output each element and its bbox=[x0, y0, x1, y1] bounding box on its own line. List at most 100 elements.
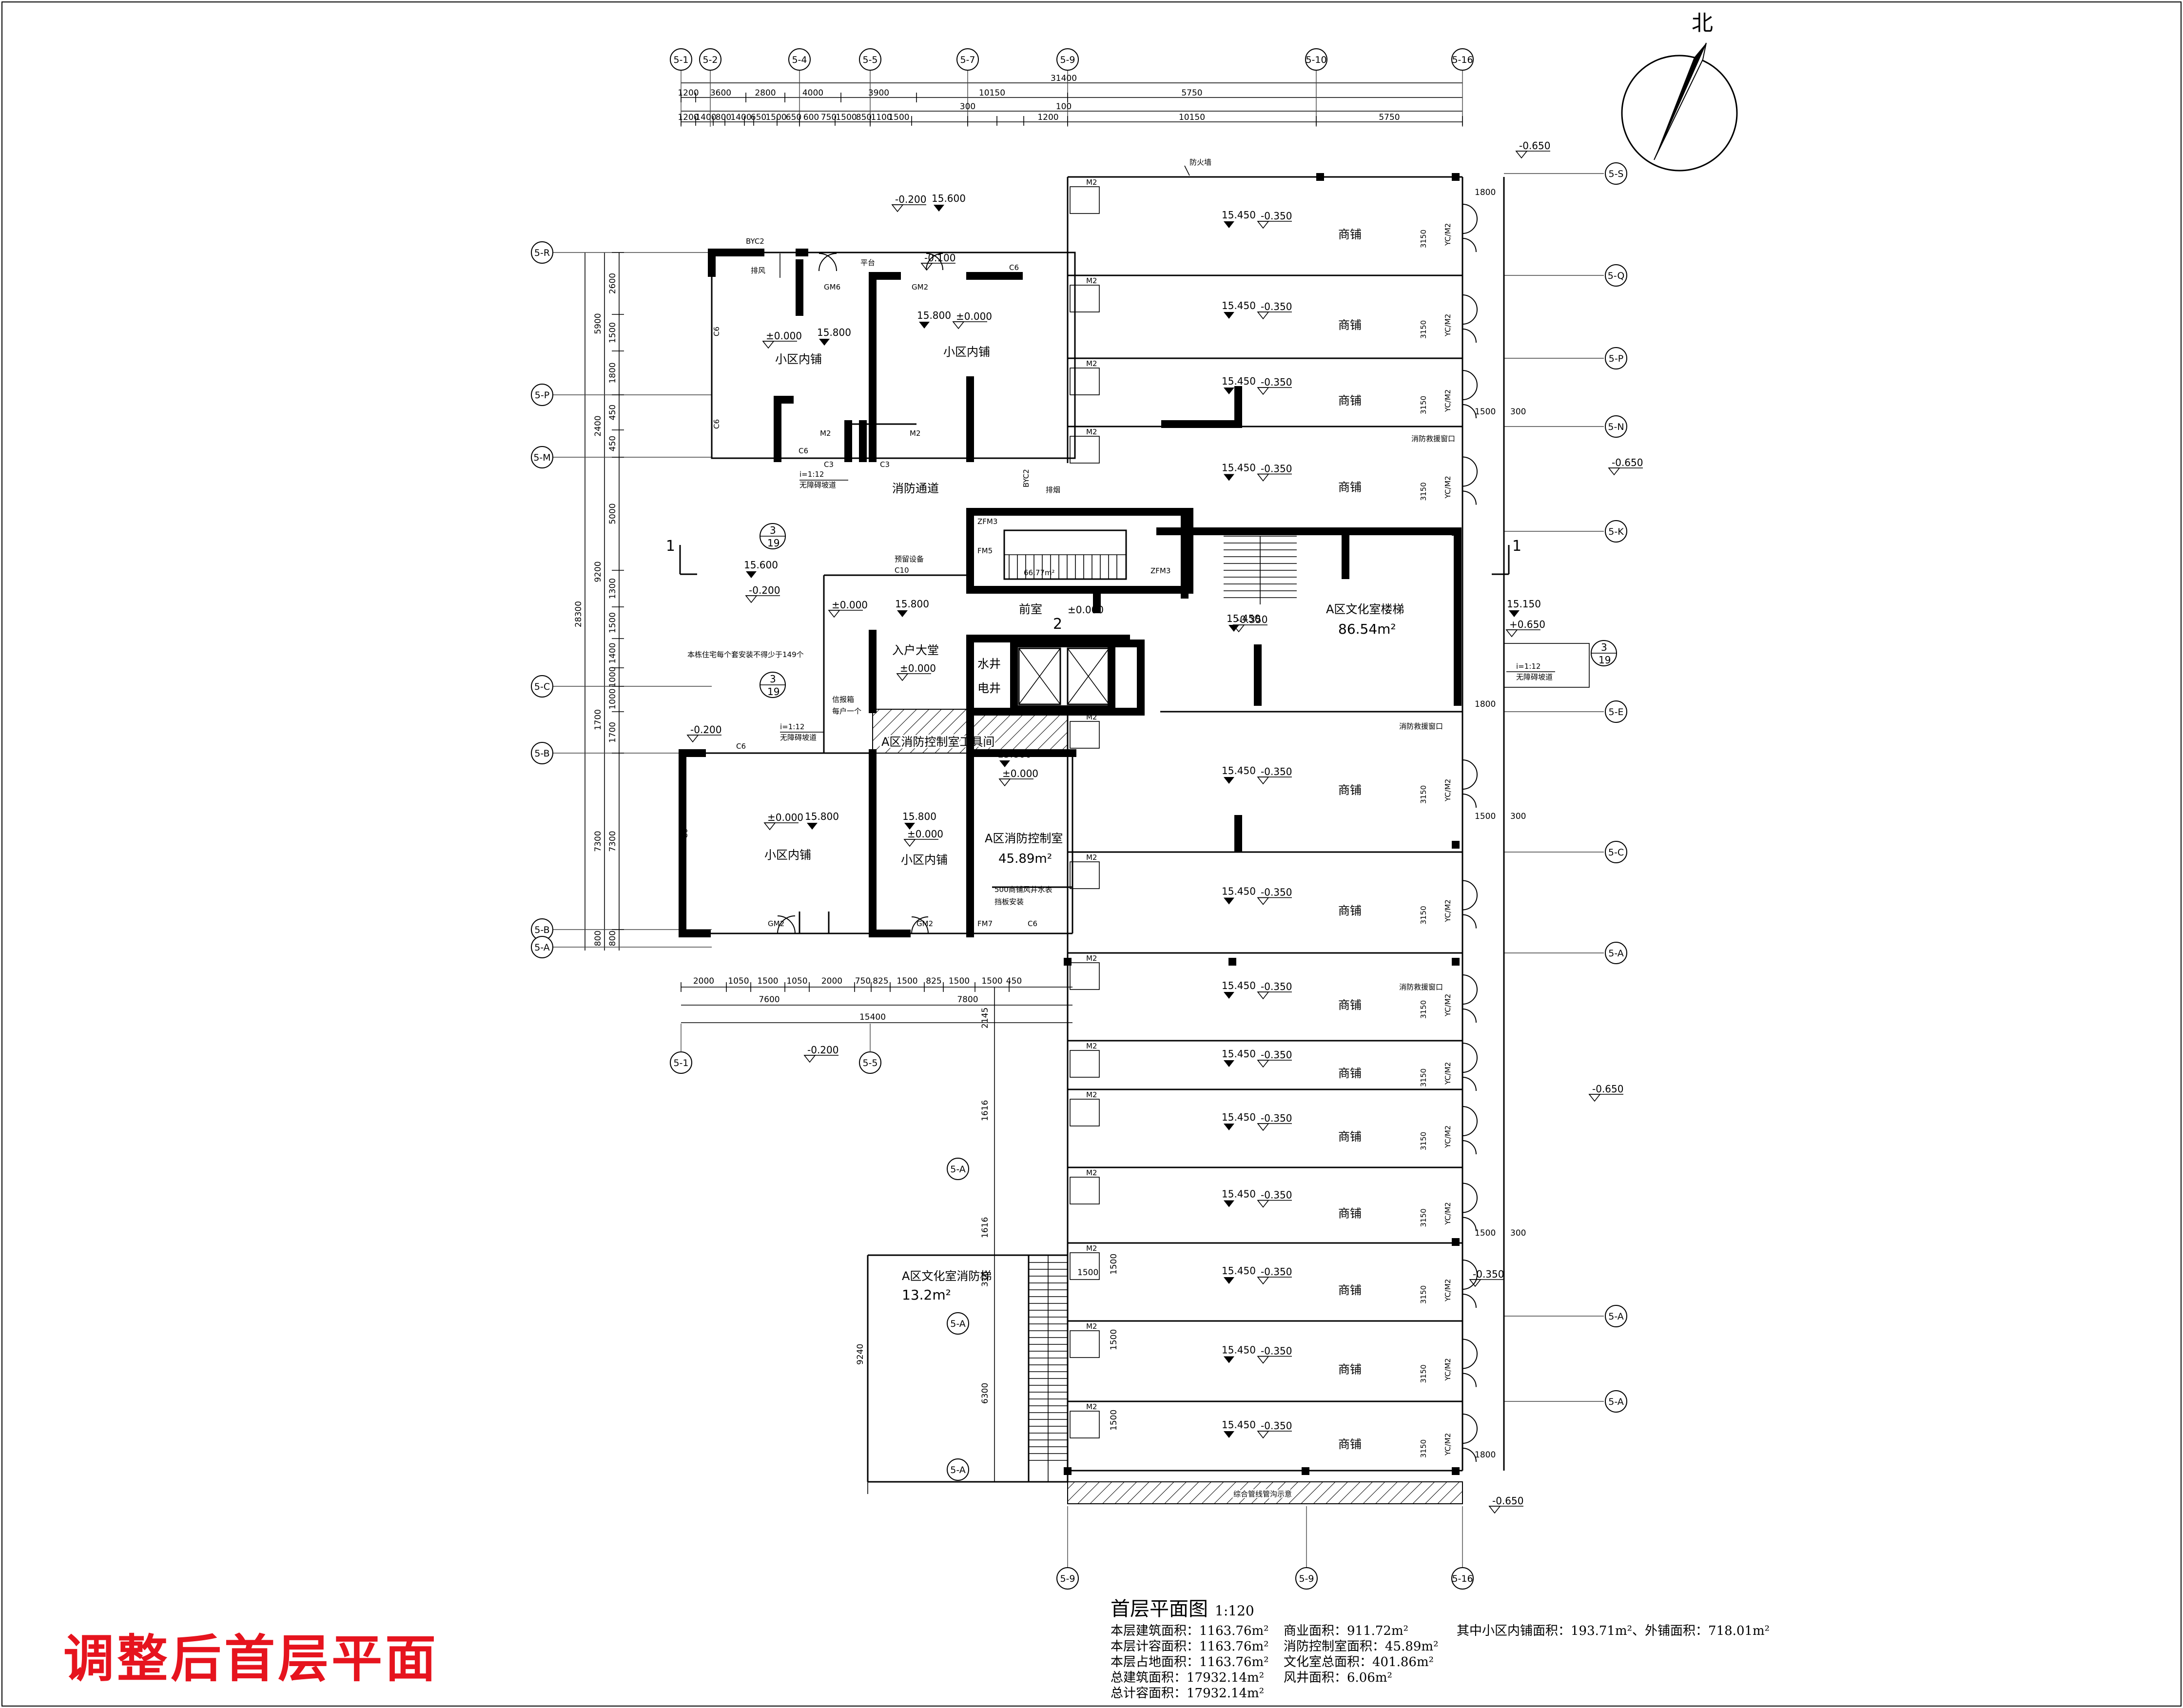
dim-value: 1500 bbox=[836, 113, 857, 122]
elevation-mark: -0.350 bbox=[1257, 1266, 1292, 1285]
shaft-note2: 挡板安装 bbox=[994, 897, 1024, 906]
svg-text:3: 3 bbox=[770, 673, 776, 685]
elevation-value: -0.350 bbox=[1261, 376, 1292, 388]
facade-dim: 1500 bbox=[1475, 812, 1496, 821]
dim-value: 800 bbox=[593, 931, 603, 946]
shop-door-arc bbox=[1462, 1339, 1478, 1369]
elevation-mark-solid: 15.450 bbox=[1222, 980, 1256, 999]
exhaust-label: 排风 bbox=[751, 266, 765, 275]
dim-316: 316 bbox=[980, 1271, 990, 1287]
grid-bubble-label: 5-M bbox=[533, 452, 550, 463]
stat-line: 总建筑面积：17932.14m² bbox=[1111, 1670, 1265, 1685]
shop-door-label: YC/M2 bbox=[1443, 1433, 1452, 1456]
dim-value: 850 bbox=[856, 113, 872, 122]
inner-shop-label: 小区内铺 bbox=[764, 848, 811, 862]
elevation-value: 15.450 bbox=[1222, 886, 1256, 897]
shop-dim-3150: 3150 bbox=[1419, 1439, 1428, 1458]
elevation-value: ±0.000 bbox=[900, 662, 936, 674]
dim-value: 650 bbox=[786, 113, 801, 122]
elevation-mark: -0.200 bbox=[891, 194, 926, 213]
elevation-value: 15.450 bbox=[1222, 1111, 1256, 1123]
svg-text:19: 19 bbox=[767, 686, 780, 698]
elevation-triangle bbox=[904, 823, 915, 830]
svg-text:3: 3 bbox=[770, 524, 776, 536]
toilet-stall bbox=[1070, 861, 1100, 889]
dim-value: 800 bbox=[716, 113, 731, 122]
elevation-mark-solid: 15.450 bbox=[1222, 1419, 1256, 1438]
left-dims-inner: 2600150018004504505000130015001400100010… bbox=[608, 252, 624, 946]
right-grid-lines bbox=[1504, 173, 1604, 1402]
elevation-mark: -0.200 bbox=[686, 724, 721, 743]
lobby-label: 入户大堂 bbox=[892, 643, 939, 657]
dim-value: 2600 bbox=[608, 273, 618, 294]
elevation-value: -0.200 bbox=[895, 194, 926, 205]
stat-line: 总计容面积：17932.14m² bbox=[1111, 1686, 1265, 1701]
elevation-triangle bbox=[1224, 1124, 1234, 1130]
elevation-value: -0.350 bbox=[1261, 1420, 1292, 1432]
grid-bubble-label: 5-1 bbox=[673, 1058, 688, 1068]
elevation-value: 15.450 bbox=[1222, 765, 1256, 776]
grid-bubble: 5-7 bbox=[956, 48, 979, 71]
elevation-value: 15.800 bbox=[805, 811, 839, 822]
toilet-stall bbox=[1070, 1252, 1100, 1280]
fire-control-label: A区消防控制室 bbox=[985, 832, 1063, 845]
facade-dim: 1800 bbox=[1475, 1450, 1496, 1460]
dim-value: 450 bbox=[608, 405, 618, 420]
elevation-value: -0.650 bbox=[1492, 1495, 1523, 1507]
stat-line: 文化室总面积：401.86m² bbox=[1284, 1655, 1434, 1669]
dim-value: 1500 bbox=[949, 976, 970, 986]
water-well-label: 水井 bbox=[977, 657, 1001, 671]
left-grid-lines bbox=[553, 252, 712, 948]
elevation-value: 15.450 bbox=[1222, 1419, 1256, 1431]
shop-label: 商铺 bbox=[1338, 1283, 1362, 1297]
elevation-triangle bbox=[686, 735, 699, 743]
dim-value: 1700 bbox=[593, 709, 603, 730]
elevation-triangle bbox=[919, 322, 930, 329]
per-unit-label: 每户一个 bbox=[832, 707, 861, 716]
c6-label: C6 bbox=[1028, 919, 1037, 928]
shop-door-arc bbox=[1462, 1294, 1477, 1308]
grid-bubble-circle bbox=[1605, 520, 1627, 543]
elevation-value: 15.800 bbox=[817, 327, 851, 338]
dim-value: 5000 bbox=[608, 503, 618, 524]
elevation-mark: -0.350 bbox=[1232, 614, 1267, 633]
grid-bubble-label: 5-A bbox=[950, 1164, 966, 1175]
grid-bubble-circle bbox=[1295, 1567, 1318, 1590]
elevation-triangle bbox=[1257, 1123, 1269, 1131]
elec-well-label: 电井 bbox=[977, 681, 1001, 695]
grid-bubble: 5-9 bbox=[1056, 1567, 1079, 1590]
elevation-value: -0.200 bbox=[749, 584, 780, 596]
elevation-triangle bbox=[819, 339, 830, 346]
elevation-triangle bbox=[1257, 991, 1269, 1000]
elevation-triangle bbox=[1257, 311, 1269, 320]
elevation-mark-solid: 15.450 bbox=[1222, 375, 1256, 394]
grid-bubble-circle bbox=[1451, 1567, 1474, 1590]
m2-label: M2 bbox=[910, 429, 921, 438]
elevation-triangle bbox=[1257, 1356, 1269, 1364]
grid-bubble: 5-1 bbox=[670, 1051, 692, 1074]
elevator-count: 2 bbox=[1053, 616, 1062, 633]
elevation-value: -0.650 bbox=[1519, 140, 1550, 152]
shop-door-label: YC/M2 bbox=[1443, 389, 1452, 412]
elevation-value: 15.800 bbox=[997, 748, 1032, 760]
shop-dim-3150: 3150 bbox=[1419, 1364, 1428, 1383]
stat-line: 消防控制室面积：45.89m² bbox=[1284, 1639, 1439, 1654]
elevation-triangle bbox=[952, 321, 965, 330]
c3-label: C3 bbox=[824, 460, 834, 469]
elevation-mark: -0.200 bbox=[745, 584, 780, 603]
c3-label: C3 bbox=[880, 460, 890, 469]
shop-doors: YC/M2M2YC/M2M2YC/M2M2YC/M2M2YC/M2M2YC/M2… bbox=[1070, 178, 1526, 1462]
shop-door-label: YC/M2 bbox=[1443, 1126, 1452, 1148]
gm6-label: GM6 bbox=[824, 283, 840, 291]
shop-door-label: YC/M2 bbox=[1443, 899, 1452, 922]
dim-value: 1050 bbox=[728, 976, 749, 986]
elevation-triangle bbox=[1224, 1431, 1234, 1438]
elevation-mark: ±0.000 bbox=[903, 828, 943, 847]
elevation-mark: -0.350 bbox=[1257, 981, 1292, 1000]
ramp-slope: i=1:12 bbox=[780, 722, 804, 731]
elevation-value: 15.800 bbox=[917, 310, 951, 321]
ramp-slope: i=1:12 bbox=[1516, 662, 1540, 671]
